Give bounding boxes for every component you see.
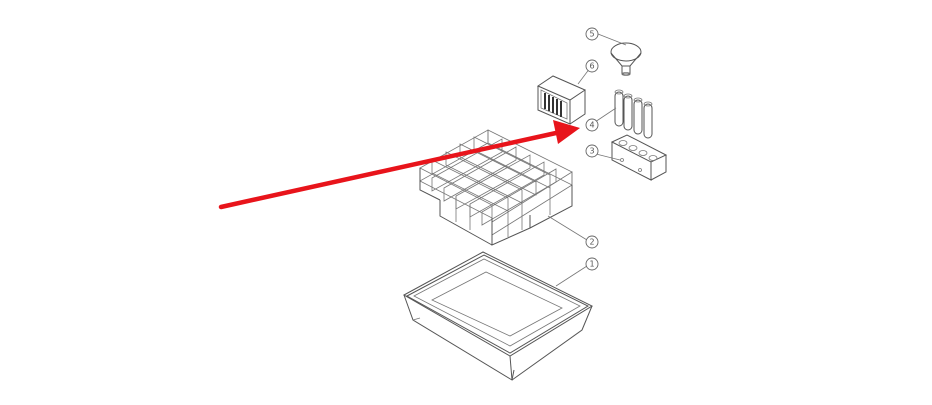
red-arrow-icon	[218, 120, 580, 210]
callout-1: 1	[585, 257, 599, 271]
slide-holder-part	[536, 75, 587, 125]
callout-6-label: 6	[589, 62, 594, 71]
callout-3: 3	[585, 144, 599, 158]
tray-part	[402, 251, 594, 381]
callout-4-label: 4	[589, 121, 594, 130]
callout-5-label: 5	[589, 30, 594, 39]
funnel-part	[610, 42, 642, 76]
callout-4: 4	[585, 118, 599, 132]
test-tubes-part	[614, 89, 653, 139]
grid-divider-part	[419, 129, 573, 246]
callout-2-label: 2	[589, 238, 594, 247]
callout-1-label: 1	[589, 260, 594, 269]
tube-rack-part	[610, 134, 668, 181]
callout-6: 6	[585, 59, 599, 73]
callout-2: 2	[585, 235, 599, 249]
leader-lines	[547, 33, 627, 287]
callout-5: 5	[585, 27, 599, 41]
callout-3-label: 3	[589, 147, 594, 156]
